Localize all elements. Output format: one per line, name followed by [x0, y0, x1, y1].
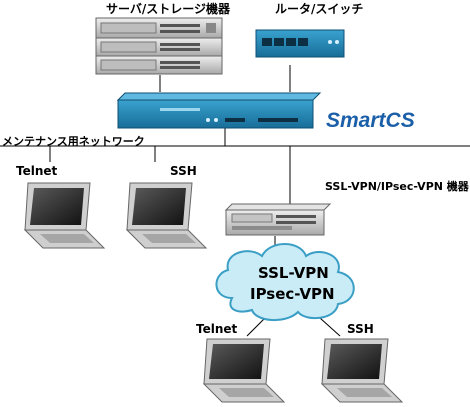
vpn-cloud-icon: [215, 243, 355, 321]
telnet-left-label: Telnet: [16, 164, 58, 178]
laptop-icon-ssh-bottom: [320, 338, 404, 403]
smartcs-logo-label: SmartCS: [326, 109, 415, 132]
laptop-icon-ssh-left: [125, 182, 208, 249]
router-switch-icon: [255, 29, 345, 58]
ssh-left-label: SSH: [170, 164, 197, 178]
server-storage-label: サーバ/ストレージ機器: [106, 2, 231, 16]
server-storage-icon: [95, 17, 223, 75]
connection-lines: [0, 65, 470, 337]
telnet-bottom-label: Telnet: [196, 322, 238, 336]
ssh-bottom-label: SSH: [347, 322, 374, 336]
laptop-icon-telnet-left: [23, 182, 106, 249]
cloud-ipsec-vpn-label: IPsec-VPN: [250, 285, 335, 303]
vpn-device-label: SSL-VPN/IPsec-VPN 機器: [325, 180, 469, 193]
smartcs-device-icon: [116, 92, 322, 129]
laptop-icon-telnet-bottom: [202, 338, 286, 403]
maintenance-network-label: メンテナンス用ネットワーク: [2, 135, 145, 148]
cloud-ssl-vpn-label: SSL-VPN: [258, 264, 329, 282]
router-switch-label: ルータ/スイッチ: [275, 2, 364, 16]
vpn-device-icon: [224, 203, 332, 236]
